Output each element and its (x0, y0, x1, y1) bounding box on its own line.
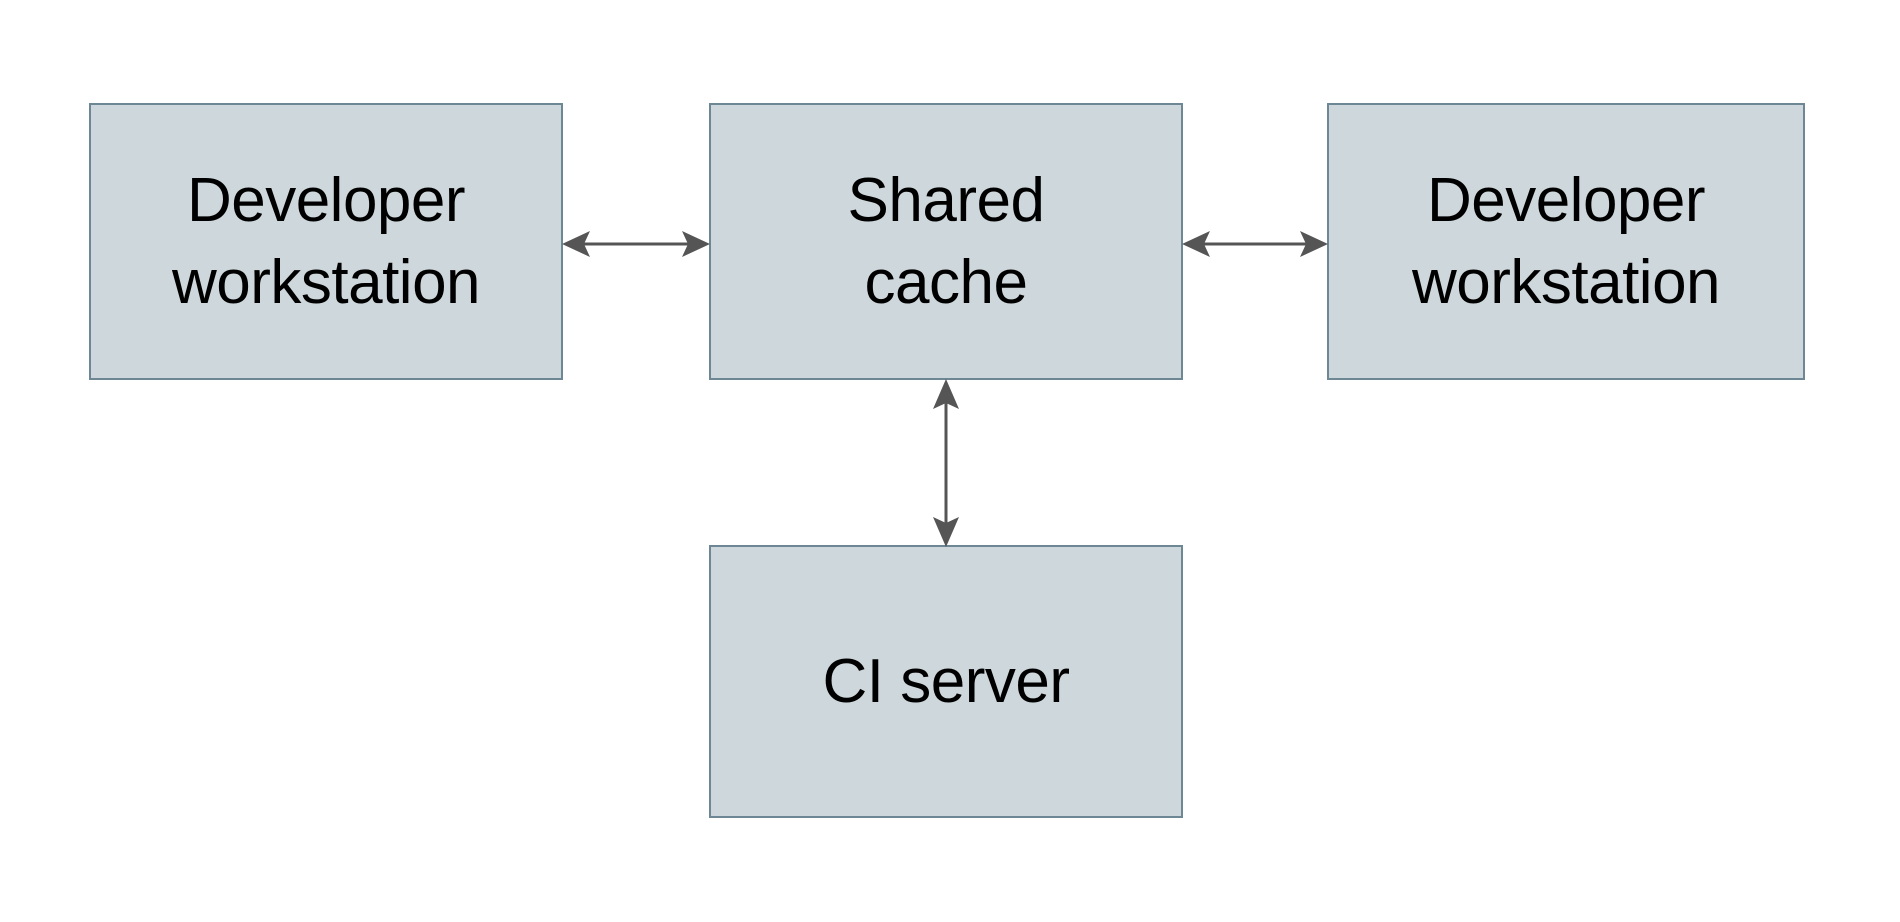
bidirectional-arrow-icon (562, 231, 710, 257)
node-developer-workstation-left[interactable]: Developer workstation (89, 103, 563, 380)
node-label-developer-workstation-left: Developer workstation (171, 165, 481, 317)
node-label-ci-server: CI server (822, 646, 1070, 716)
node-developer-workstation-right[interactable]: Developer workstation (1327, 103, 1805, 380)
edge-shared-cache-to-dev-right (1180, 213, 1330, 275)
node-label-developer-workstation-right: Developer workstation (1411, 165, 1721, 317)
node-ci-server[interactable]: CI server (709, 545, 1183, 818)
edge-shared-cache-to-ci-server (915, 377, 977, 549)
node-label-shared-cache: Shared cache (847, 165, 1045, 317)
node-shared-cache[interactable]: Shared cache (709, 103, 1183, 380)
bidirectional-arrow-icon (933, 379, 959, 547)
edge-dev-left-to-shared-cache (560, 213, 712, 275)
bidirectional-arrow-icon (1182, 231, 1328, 257)
